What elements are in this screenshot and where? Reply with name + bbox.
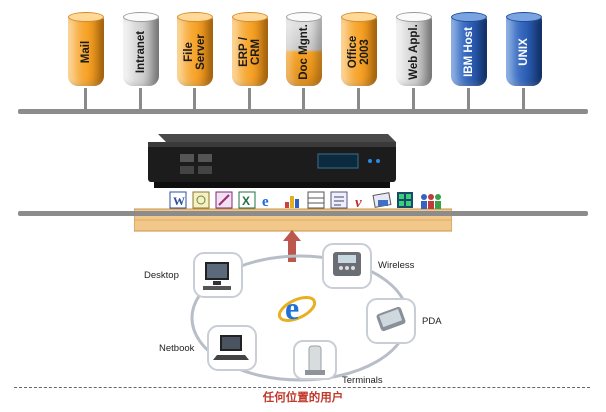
server-file-server: File Server [177, 12, 213, 90]
publisher-icon [215, 191, 233, 209]
server-ibm-host: IBM Host [451, 12, 487, 90]
connector-line [139, 88, 142, 112]
connector-line [248, 88, 251, 112]
svg-text:e: e [285, 290, 299, 326]
svg-text:e: e [262, 194, 269, 210]
user-network-bus [18, 211, 588, 216]
connector-line [357, 88, 360, 112]
terminal-icon [293, 340, 337, 380]
connector-line [302, 88, 305, 112]
diagram-caption: 任何位置的用户 [262, 392, 344, 404]
wireless-phone-icon [322, 243, 372, 289]
tools-icon [372, 192, 392, 208]
server-intranet: Intranet [123, 12, 159, 90]
netbook-icon [207, 325, 257, 371]
server-web-appl: Web Appl. [396, 12, 432, 90]
server-office-2003: Office 2003 [341, 12, 377, 90]
server-appliance-icon [148, 134, 396, 188]
chart-app-icon [285, 196, 299, 208]
server-unix: UNIX [506, 12, 542, 90]
svg-text:W: W [173, 194, 185, 208]
connector-line [522, 88, 525, 112]
connector-line [193, 88, 196, 112]
grid-app-icon [397, 192, 413, 208]
desktop-icon [193, 252, 243, 298]
internet-explorer-icon: e [277, 290, 317, 326]
device-label-terminals: Terminals [342, 375, 383, 386]
server-erp-crm: ERP / CRM [232, 12, 268, 90]
device-label-pda: PDA [422, 316, 442, 327]
svg-text:X: X [242, 194, 250, 208]
server-network-bus [18, 109, 588, 114]
device-label-desktop: Desktop [144, 270, 179, 281]
excel-icon: X [238, 191, 256, 209]
connector-line [84, 88, 87, 112]
application-icons: W X e v [169, 191, 441, 211]
document-icon [192, 191, 210, 209]
word-icon: W [169, 191, 187, 209]
text-editor-icon [330, 191, 348, 209]
vector-app-icon: v [355, 195, 362, 211]
up-arrow-icon [283, 230, 301, 262]
connector-line [467, 88, 470, 112]
divider-line [14, 387, 590, 388]
users-app-icon [421, 194, 441, 209]
connector-line [412, 88, 415, 112]
server-doc-mgnt: Doc Mgnt. [286, 12, 322, 90]
device-label-wireless: Wireless [378, 260, 415, 271]
device-label-netbook: Netbook [159, 343, 195, 354]
server-mail: Mail [68, 12, 104, 90]
spreadsheet-icon [307, 191, 325, 209]
svg-text:v: v [355, 195, 362, 211]
pda-icon [366, 298, 416, 344]
browser-icon: e [262, 194, 269, 210]
